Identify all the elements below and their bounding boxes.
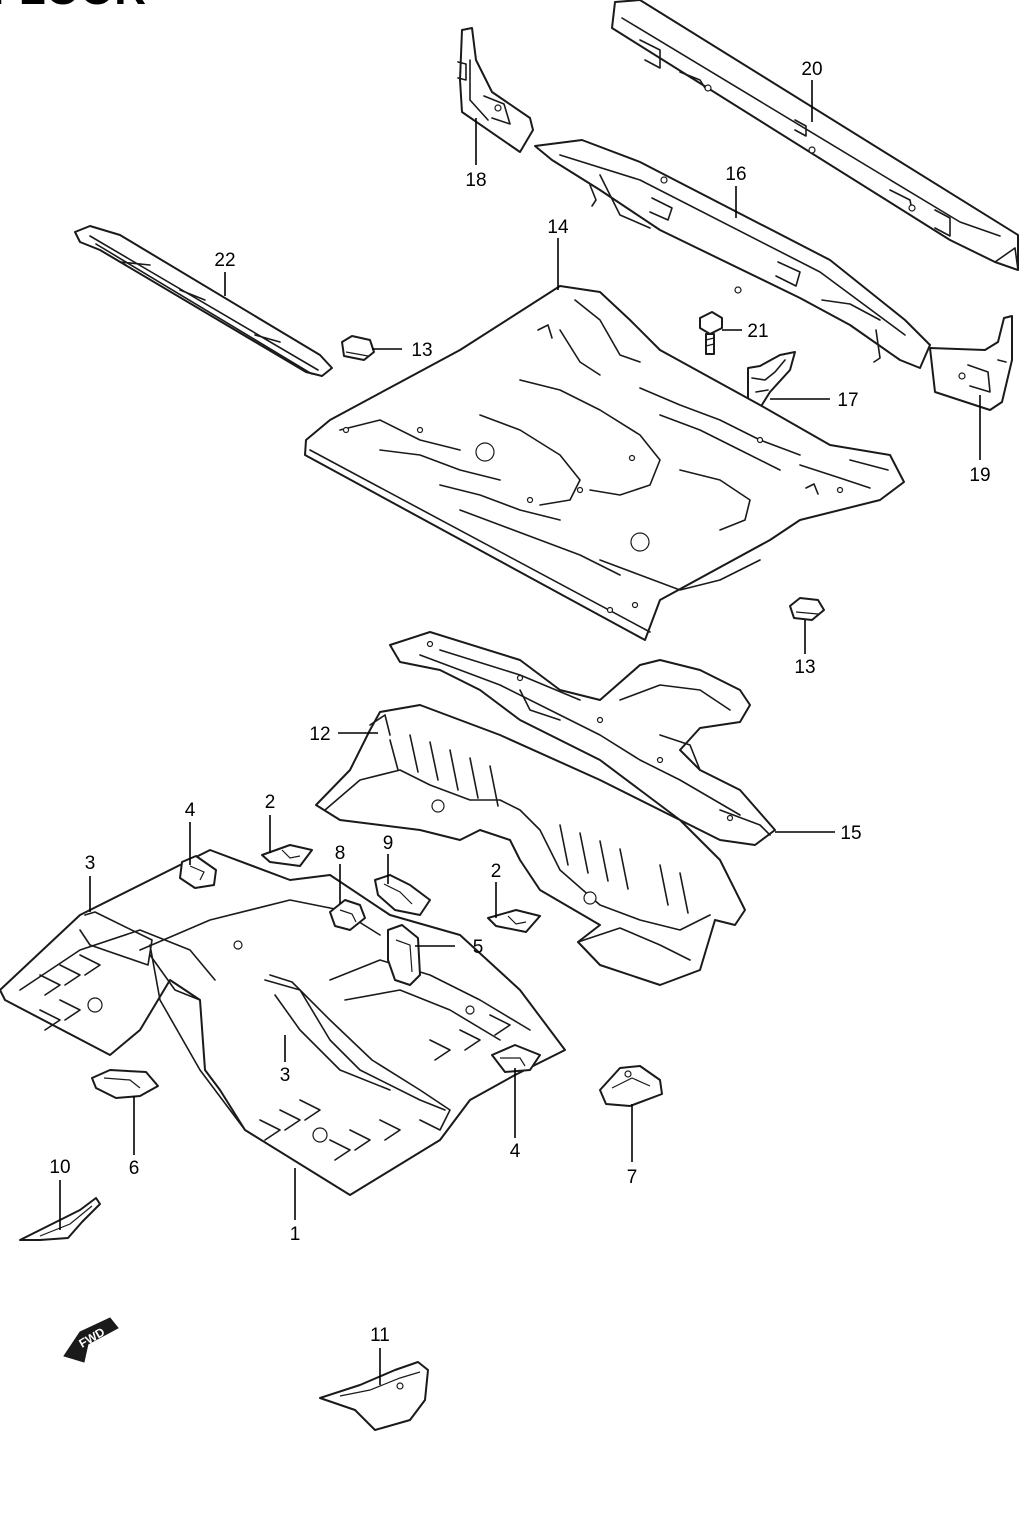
part-4-bracket-left[interactable] xyxy=(179,855,217,889)
part-22-cross-bar[interactable] xyxy=(74,225,333,377)
callout-2-right: 2 xyxy=(491,861,502,882)
part-4-bracket-right[interactable] xyxy=(491,1044,541,1073)
part-13-plug-upper[interactable] xyxy=(341,335,375,361)
part-21-bolt[interactable] xyxy=(699,311,723,355)
part-13-plug-lower[interactable] xyxy=(789,597,825,621)
part-9-bracket[interactable] xyxy=(374,874,431,916)
callout-14: 14 xyxy=(547,217,569,238)
part-2-clip-left[interactable] xyxy=(261,844,313,867)
part-11-extension[interactable] xyxy=(319,1361,429,1431)
callout-20: 20 xyxy=(801,59,822,80)
part-1-front-floor-panel[interactable] xyxy=(0,849,566,1196)
callout-21: 21 xyxy=(747,321,768,342)
callout-7: 7 xyxy=(627,1167,638,1188)
callout-16: 16 xyxy=(725,164,746,185)
part-20-rear-cross-member[interactable] xyxy=(611,0,1019,271)
callout-4-left: 4 xyxy=(185,800,196,821)
callout-4-right: 4 xyxy=(510,1141,521,1162)
callout-18: 18 xyxy=(465,170,486,191)
part-8-bracket[interactable] xyxy=(329,899,366,931)
callout-15: 15 xyxy=(840,823,861,844)
callout-22: 22 xyxy=(214,250,235,271)
callout-8: 8 xyxy=(335,843,346,864)
callout-1: 1 xyxy=(290,1224,301,1245)
part-6-gusset[interactable] xyxy=(91,1069,159,1099)
callout-11: 11 xyxy=(370,1325,390,1346)
part-2-clip-right[interactable] xyxy=(487,909,541,933)
callout-17: 17 xyxy=(837,390,858,411)
part-10-extension[interactable] xyxy=(19,1197,101,1241)
callout-19: 19 xyxy=(969,465,990,486)
part-7-gusset[interactable] xyxy=(599,1065,663,1107)
callout-10: 10 xyxy=(49,1157,70,1178)
part-19-right-bracket[interactable] xyxy=(929,315,1013,411)
fwd-arrow-icon: FWD xyxy=(63,1317,119,1363)
callout-3-left: 3 xyxy=(85,853,96,874)
part-15-suspension-member[interactable] xyxy=(389,631,776,846)
callout-labels: 20 18 16 22 14 13 21 17 19 13 12 15 2 4 … xyxy=(49,59,990,1346)
callout-2-left: 2 xyxy=(265,792,276,813)
part-5-bracket[interactable] xyxy=(387,924,421,986)
callout-5: 5 xyxy=(473,937,484,958)
callout-12: 12 xyxy=(309,724,330,745)
part-14-rear-floor-panel[interactable] xyxy=(304,285,905,641)
callout-6: 6 xyxy=(129,1158,140,1179)
callout-9: 9 xyxy=(383,833,394,854)
callout-3-right: 3 xyxy=(280,1065,291,1086)
part-12-floor-section[interactable] xyxy=(315,704,746,986)
callout-13-lower: 13 xyxy=(794,657,815,678)
leader-lines xyxy=(59,80,981,1385)
part-18-left-bracket[interactable] xyxy=(457,27,534,153)
diagram-title: FLOOR xyxy=(0,0,146,14)
callout-13-upper: 13 xyxy=(411,340,432,361)
part-16-floor-cross-member[interactable] xyxy=(534,139,931,369)
